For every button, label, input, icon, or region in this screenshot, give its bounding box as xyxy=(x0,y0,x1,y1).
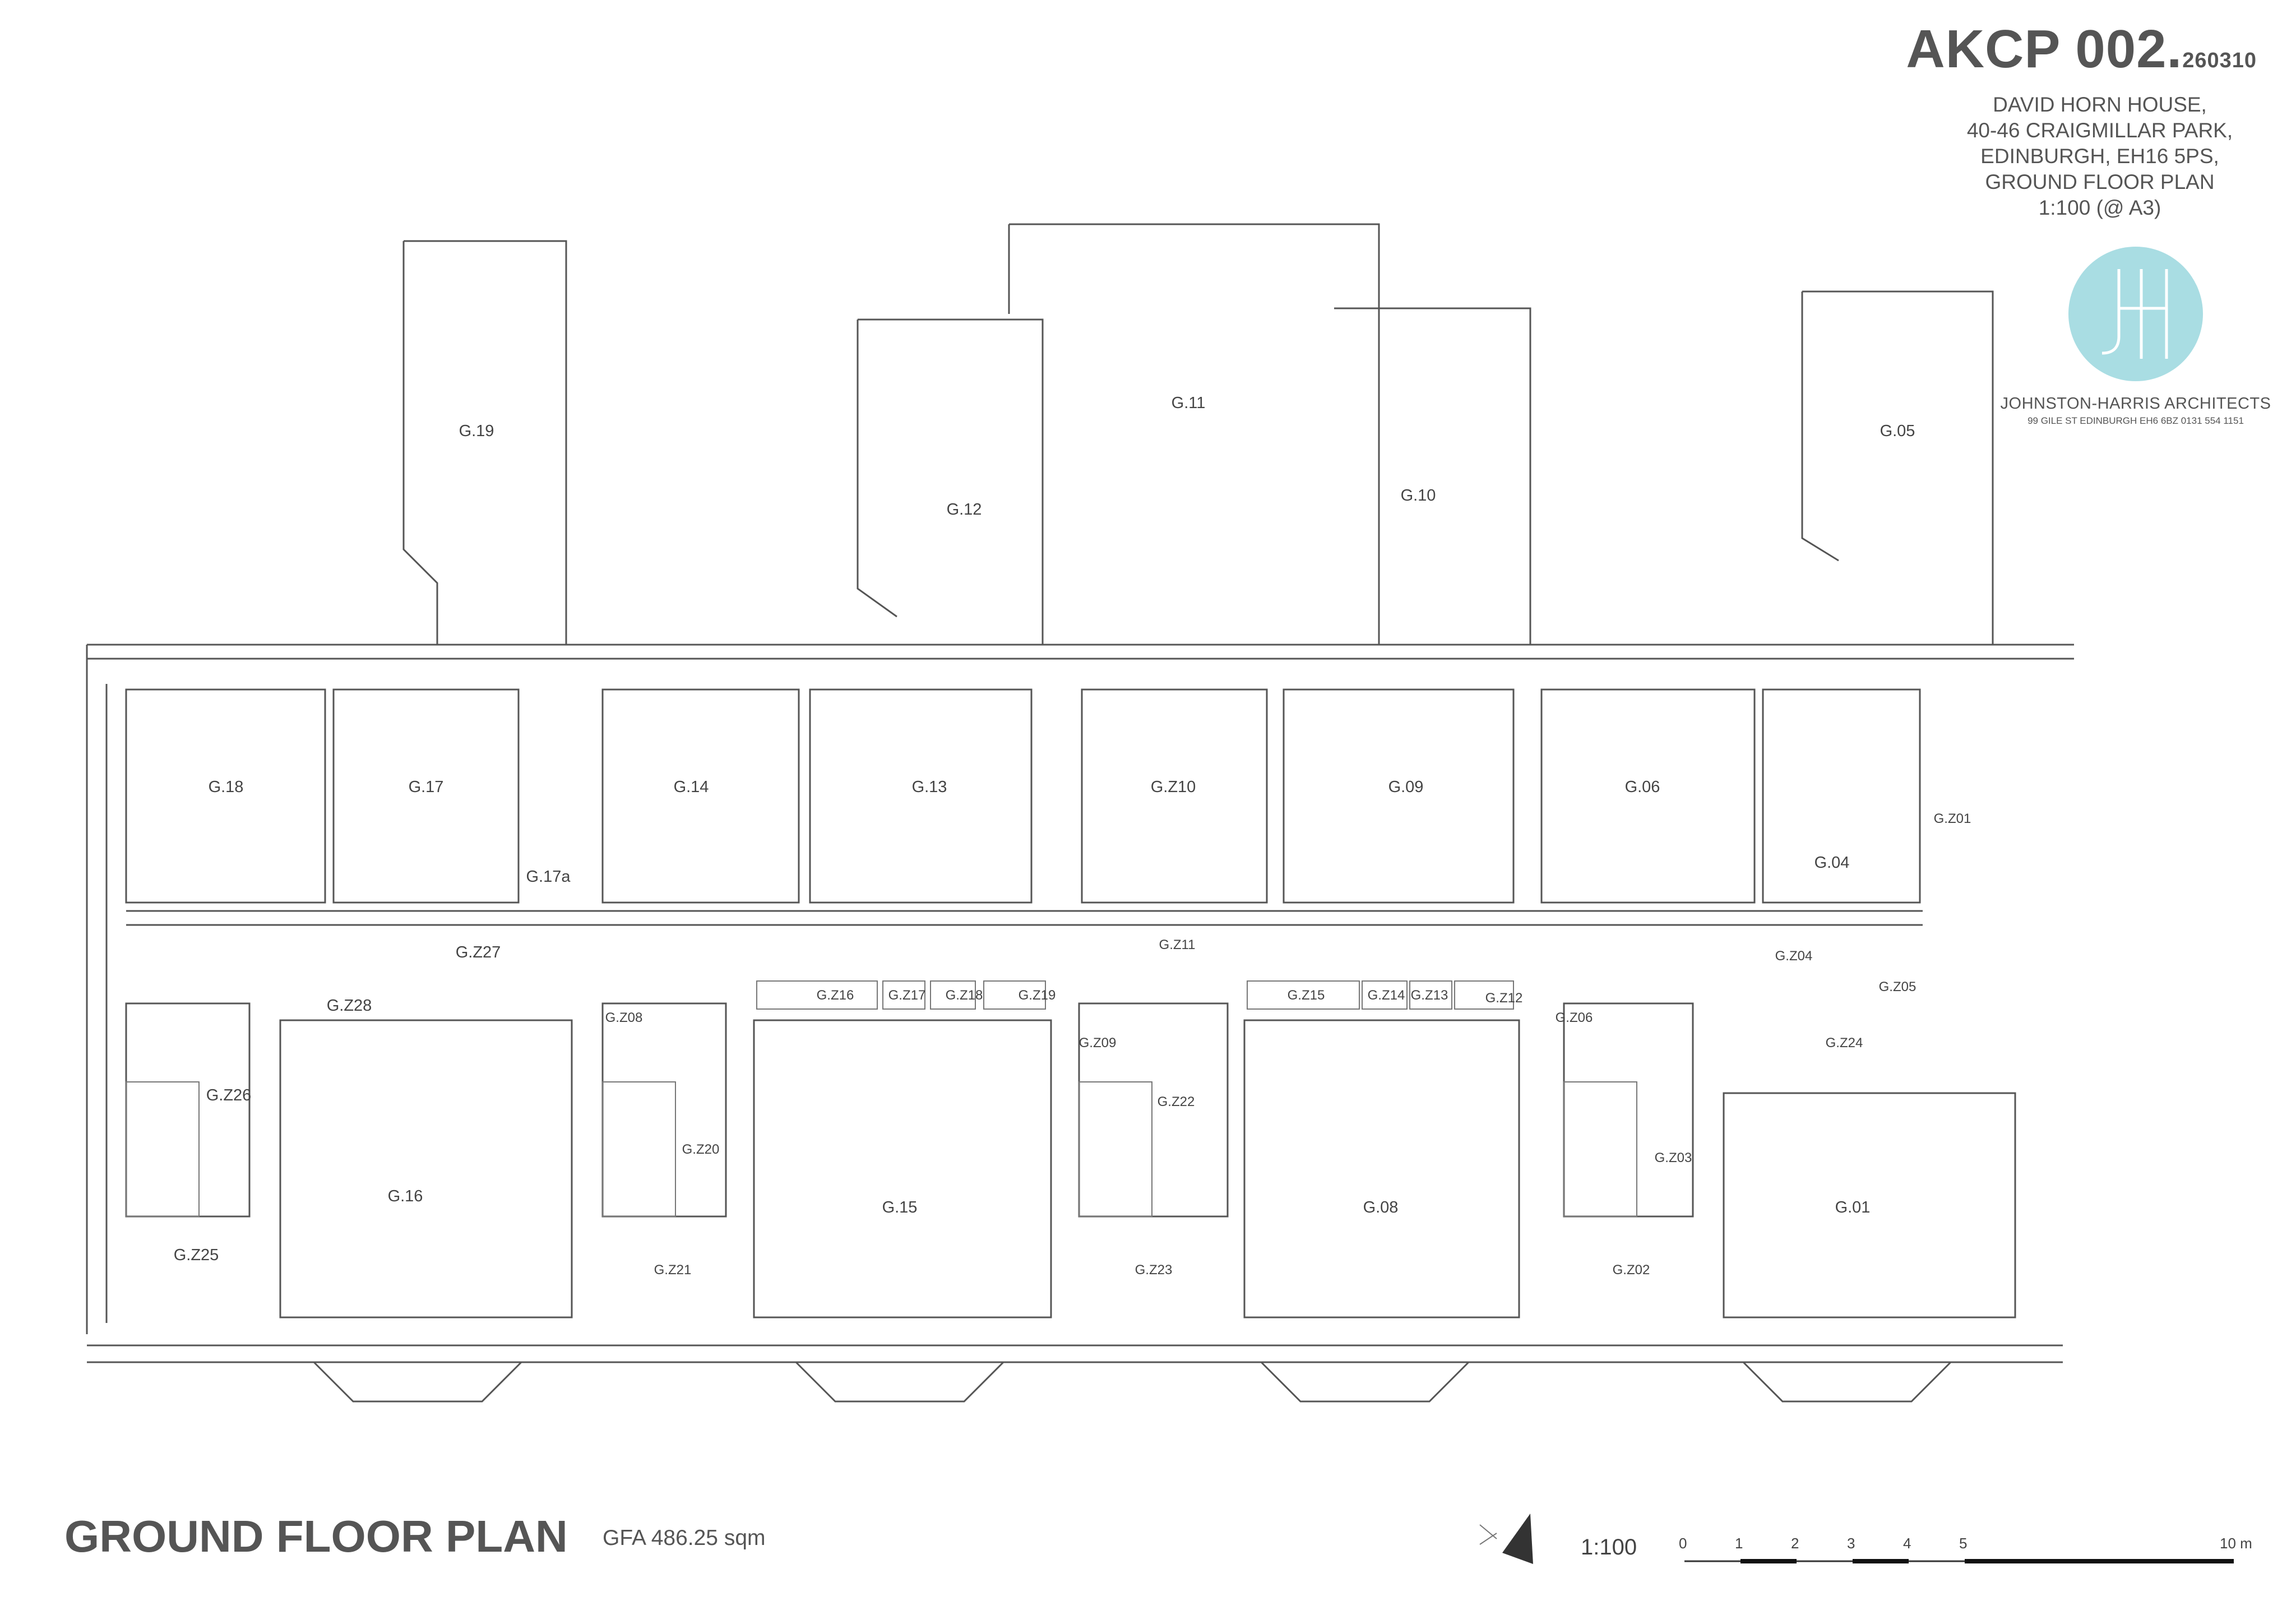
room-label: G.16 xyxy=(388,1187,423,1205)
room-label: G.Z27 xyxy=(456,943,501,961)
revision-number: 260310 xyxy=(2182,49,2257,72)
scale-tick-label: 1 xyxy=(1735,1535,1743,1552)
room-label: G.Z18 xyxy=(946,988,983,1003)
room-label: G.Z14 xyxy=(1368,988,1405,1003)
room-label: G.Z28 xyxy=(327,997,372,1015)
rear-rooms-row xyxy=(125,1002,2016,1318)
architect-logo: JOHNSTON-HARRIS ARCHITECTS 99 GILE ST ED… xyxy=(1990,247,2281,427)
room-label: G.15 xyxy=(882,1199,918,1216)
room-label: G.12 xyxy=(947,501,982,519)
title-block: AKCP 002.260310 DAVID HORN HOUSE, 40-46 … xyxy=(1906,22,2257,221)
room-label: G.Z01 xyxy=(1934,811,1971,826)
room-label: G.Z15 xyxy=(1288,988,1325,1003)
project-code-text: AKCP 002. xyxy=(1906,19,2183,79)
store-cupboards xyxy=(756,980,1514,1010)
room-label: G.06 xyxy=(1625,778,1660,796)
room-label: G.04 xyxy=(1814,854,1850,872)
room-label: G.Z03 xyxy=(1655,1150,1692,1165)
architect-address: 99 GILE ST EDINBURGH EH6 6BZ 0131 554 11… xyxy=(2027,415,2244,426)
room-label: G.Z02 xyxy=(1613,1262,1650,1278)
room-label: G.09 xyxy=(1388,778,1424,796)
address-line: GROUND FLOOR PLAN xyxy=(1985,170,2215,193)
staircases xyxy=(126,1081,1637,1217)
bay-windows xyxy=(313,1361,1952,1403)
room-label: G.17a xyxy=(526,868,571,886)
room-label: G.Z12 xyxy=(1485,991,1523,1006)
front-rooms-row xyxy=(125,688,1921,904)
north-arrow-icon xyxy=(1479,1514,1533,1564)
architect-name: JOHNSTON-HARRIS ARCHITECTS xyxy=(2000,395,2271,413)
room-label: G.19 xyxy=(459,422,494,440)
room-label: G.10 xyxy=(1401,487,1436,505)
room-label: G.13 xyxy=(912,778,947,796)
plan-title: GROUND FLOOR PLAN xyxy=(64,1511,568,1561)
room-label: G.Z25 xyxy=(174,1246,219,1264)
room-label: G.05 xyxy=(1880,422,1915,440)
address-line: DAVID HORN HOUSE, xyxy=(1993,93,2207,116)
room-label: G.Z08 xyxy=(605,1010,643,1025)
project-address: DAVID HORN HOUSE, 40-46 CRAIGMILLAR PARK… xyxy=(1943,92,2257,221)
project-code: AKCP 002.260310 xyxy=(1906,22,2257,76)
room-label: G.Z23 xyxy=(1135,1262,1173,1278)
rear-projections xyxy=(402,223,1994,645)
room-label: G.Z06 xyxy=(1556,1010,1593,1025)
room-label: G.Z04 xyxy=(1775,949,1813,964)
room-label: G.Z24 xyxy=(1826,1035,1863,1051)
room-label: G.Z22 xyxy=(1158,1094,1195,1109)
room-label: G.Z10 xyxy=(1151,778,1196,796)
room-label: G.14 xyxy=(674,778,709,796)
address-line: EDINBURGH, EH16 5PS, xyxy=(1980,145,2219,168)
jh-logo-icon xyxy=(2068,247,2203,381)
room-label: G.Z09 xyxy=(1079,1035,1117,1051)
room-label: G.Z19 xyxy=(1019,988,1056,1003)
scale-ratio: 1:100 xyxy=(1581,1535,1637,1560)
room-label: G.Z17 xyxy=(888,988,926,1003)
scale-tick-label: 10 m xyxy=(2220,1535,2252,1552)
room-label: G.Z16 xyxy=(817,988,854,1003)
room-label: G.01 xyxy=(1835,1199,1871,1216)
room-label: G.Z05 xyxy=(1879,979,1917,994)
address-line: 40-46 CRAIGMILLAR PARK, xyxy=(1966,119,2233,142)
address-line: 1:100 (@ A3) xyxy=(2038,196,2161,219)
scale-tick-label: 5 xyxy=(1959,1535,1968,1552)
room-label: G.Z26 xyxy=(206,1086,252,1104)
room-label: G.Z13 xyxy=(1411,988,1448,1003)
room-label: G.11 xyxy=(1172,394,1206,412)
room-label: G.18 xyxy=(209,778,244,796)
room-label: G.08 xyxy=(1363,1199,1399,1216)
room-label: G.Z21 xyxy=(654,1262,692,1278)
scale-tick-label: 2 xyxy=(1791,1535,1799,1552)
gross-floor-area: GFA 486.25 sqm xyxy=(603,1526,766,1550)
room-label: G.Z11 xyxy=(1159,937,1196,952)
room-label: G.17 xyxy=(409,778,444,796)
scale-tick-label: 4 xyxy=(1903,1535,1911,1552)
scale-tick-label: 0 xyxy=(1679,1535,1687,1552)
scale-tick-label: 3 xyxy=(1847,1535,1855,1552)
room-label: G.Z20 xyxy=(682,1142,720,1157)
